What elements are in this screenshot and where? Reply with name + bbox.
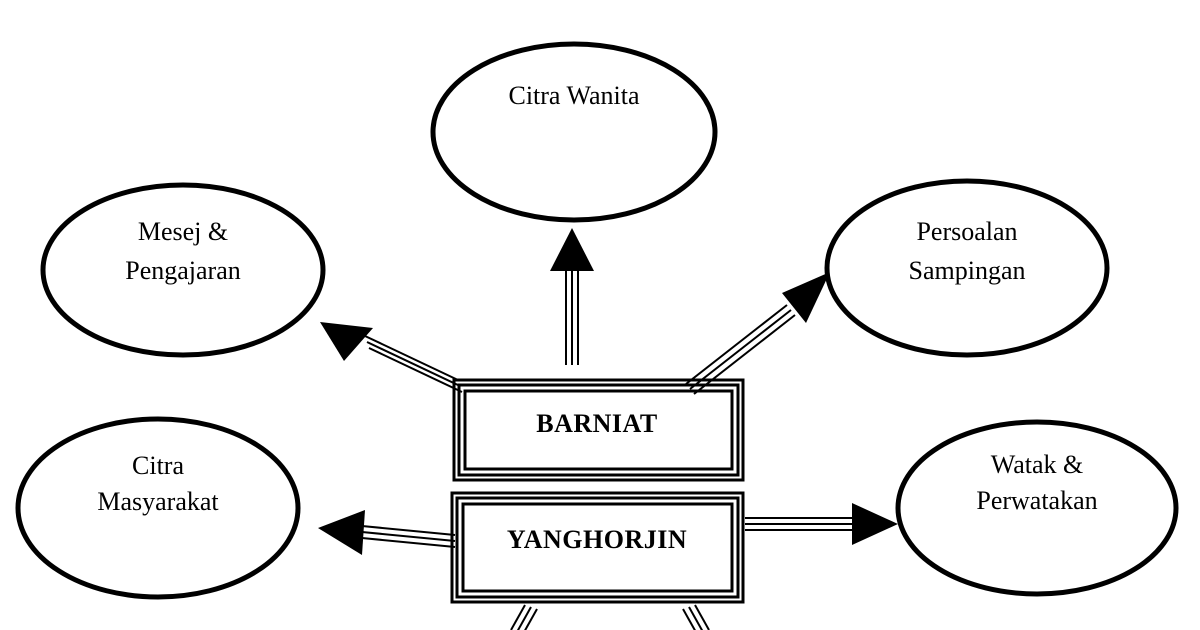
arrow-to-persoalan-sampingan: [685, 272, 830, 395]
node-label-line: Sampingan: [909, 256, 1026, 285]
center-box-label: YANGHORJIN: [507, 525, 687, 554]
arrow-to-citra-wanita: [550, 228, 594, 365]
center-box-yanghorjin: YANGHORJIN: [450, 491, 745, 604]
node-label-line: Citra Wanita: [508, 81, 639, 110]
node-watak-perwatakan: Watak & Perwatakan: [895, 419, 1179, 597]
node-label-line: Persoalan: [916, 217, 1017, 246]
node-label-line: Pengajaran: [125, 256, 241, 285]
node-label-line: Citra: [132, 451, 184, 480]
arrow-partial-bottom-right: [682, 604, 710, 630]
arrow-partial-bottom-left: [510, 604, 538, 630]
node-mesej-pengajaran: Mesej & Pengajaran: [40, 182, 326, 358]
node-label-line: Mesej &: [138, 217, 228, 246]
node-citra-wanita: Citra Wanita: [430, 41, 718, 223]
node-citra-masyarakat: Citra Masyarakat: [15, 416, 301, 600]
center-box-barniat: BARNIAT: [452, 378, 745, 482]
arrow-to-mesej-pengajaran: [320, 322, 463, 393]
node-label-line: Masyarakat: [97, 487, 219, 516]
node-label-line: Watak &: [991, 450, 1084, 479]
center-box-label: BARNIAT: [536, 409, 657, 438]
arrow-to-citra-masyarakat: [318, 510, 456, 555]
arrow-to-watak-perwatakan: [745, 503, 898, 545]
node-persoalan-sampingan: Persoalan Sampingan: [824, 178, 1110, 358]
node-label-line: Perwatakan: [976, 486, 1097, 515]
